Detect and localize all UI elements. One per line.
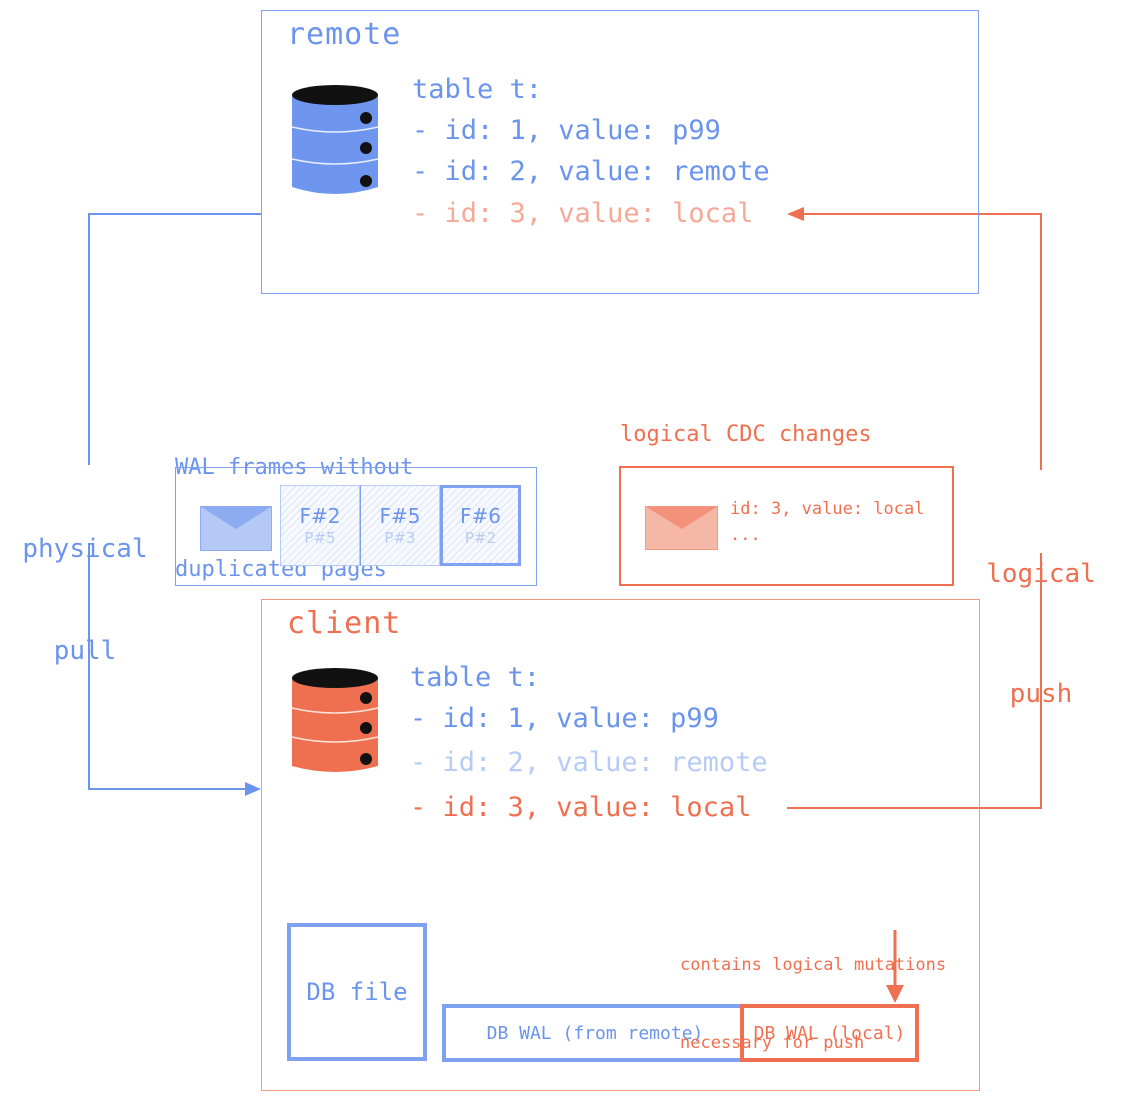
cdc-box: id: 3, value: local ... (619, 466, 954, 586)
physical-pull-label-line1: physical (22, 534, 148, 564)
page-id: P#3 (384, 528, 416, 547)
db-file-box: DB file (287, 923, 427, 1061)
database-icon (291, 85, 379, 194)
page-id: P#2 (464, 528, 497, 547)
wal-frame-highlighted: F#6 P#2 (440, 485, 521, 566)
envelope-icon (200, 506, 272, 551)
wal-frame: F#5 P#3 (360, 485, 440, 566)
db-file-label: DB file (306, 978, 408, 1006)
remote-title: remote (287, 17, 402, 52)
physical-pull-label: physical pull (10, 464, 160, 702)
remote-row-3: - id: 3, value: local (412, 198, 754, 229)
cdc-caption: logical CDC changes (620, 422, 872, 447)
client-row-2: - id: 2, value: remote (410, 747, 768, 778)
physical-pull-arrowhead (245, 782, 261, 796)
frame-id: F#6 (460, 503, 501, 528)
db-wal-local-box: DB WAL (local) (740, 1004, 919, 1062)
database-icon (291, 668, 379, 772)
logical-push-label: logical push (963, 474, 1119, 754)
client-box: client table t: - id: 1, value: p99 - id… (261, 599, 980, 1091)
remote-row-1: - id: 1, value: p99 (412, 115, 721, 146)
page-id: P#5 (304, 528, 336, 547)
logical-push-label-line2: push (1009, 679, 1073, 709)
cdc-line-2: ... (730, 525, 761, 545)
db-wal-local-label: DB WAL (local) (753, 1022, 906, 1044)
envelope-icon (645, 506, 718, 550)
remote-table-header: table t: (412, 74, 543, 105)
wal-note: contains logical mutations necessary for… (680, 900, 946, 1108)
cdc-line-1: id: 3, value: local (730, 499, 925, 519)
wal-frame: F#2 P#5 (280, 485, 360, 566)
client-row-1: - id: 1, value: p99 (410, 703, 719, 734)
remote-box: remote table t: - id: 1, value: p99 - id… (261, 10, 979, 294)
db-wal-remote-label: DB WAL (from remote) (486, 1022, 704, 1044)
client-row-3: - id: 3, value: local (410, 792, 752, 823)
wal-frames-box: F#2 P#5 F#5 P#3 F#6 P#2 (175, 467, 537, 586)
logical-push-label-line1: logical (986, 559, 1096, 589)
client-title: client (287, 606, 402, 641)
physical-pull-label-line2: pull (53, 636, 117, 666)
wal-note-line2: necessary for push (680, 1033, 865, 1053)
frame-id: F#2 (299, 503, 341, 528)
wal-frame-list: F#2 P#5 F#5 P#3 F#6 P#2 (280, 485, 521, 566)
db-wal-remote-box: DB WAL (from remote) (442, 1004, 744, 1062)
remote-row-2: - id: 2, value: remote (412, 156, 770, 187)
client-table-header: table t: (410, 662, 541, 693)
frame-id: F#5 (379, 503, 421, 528)
wal-note-line1: contains logical mutations (680, 955, 947, 975)
